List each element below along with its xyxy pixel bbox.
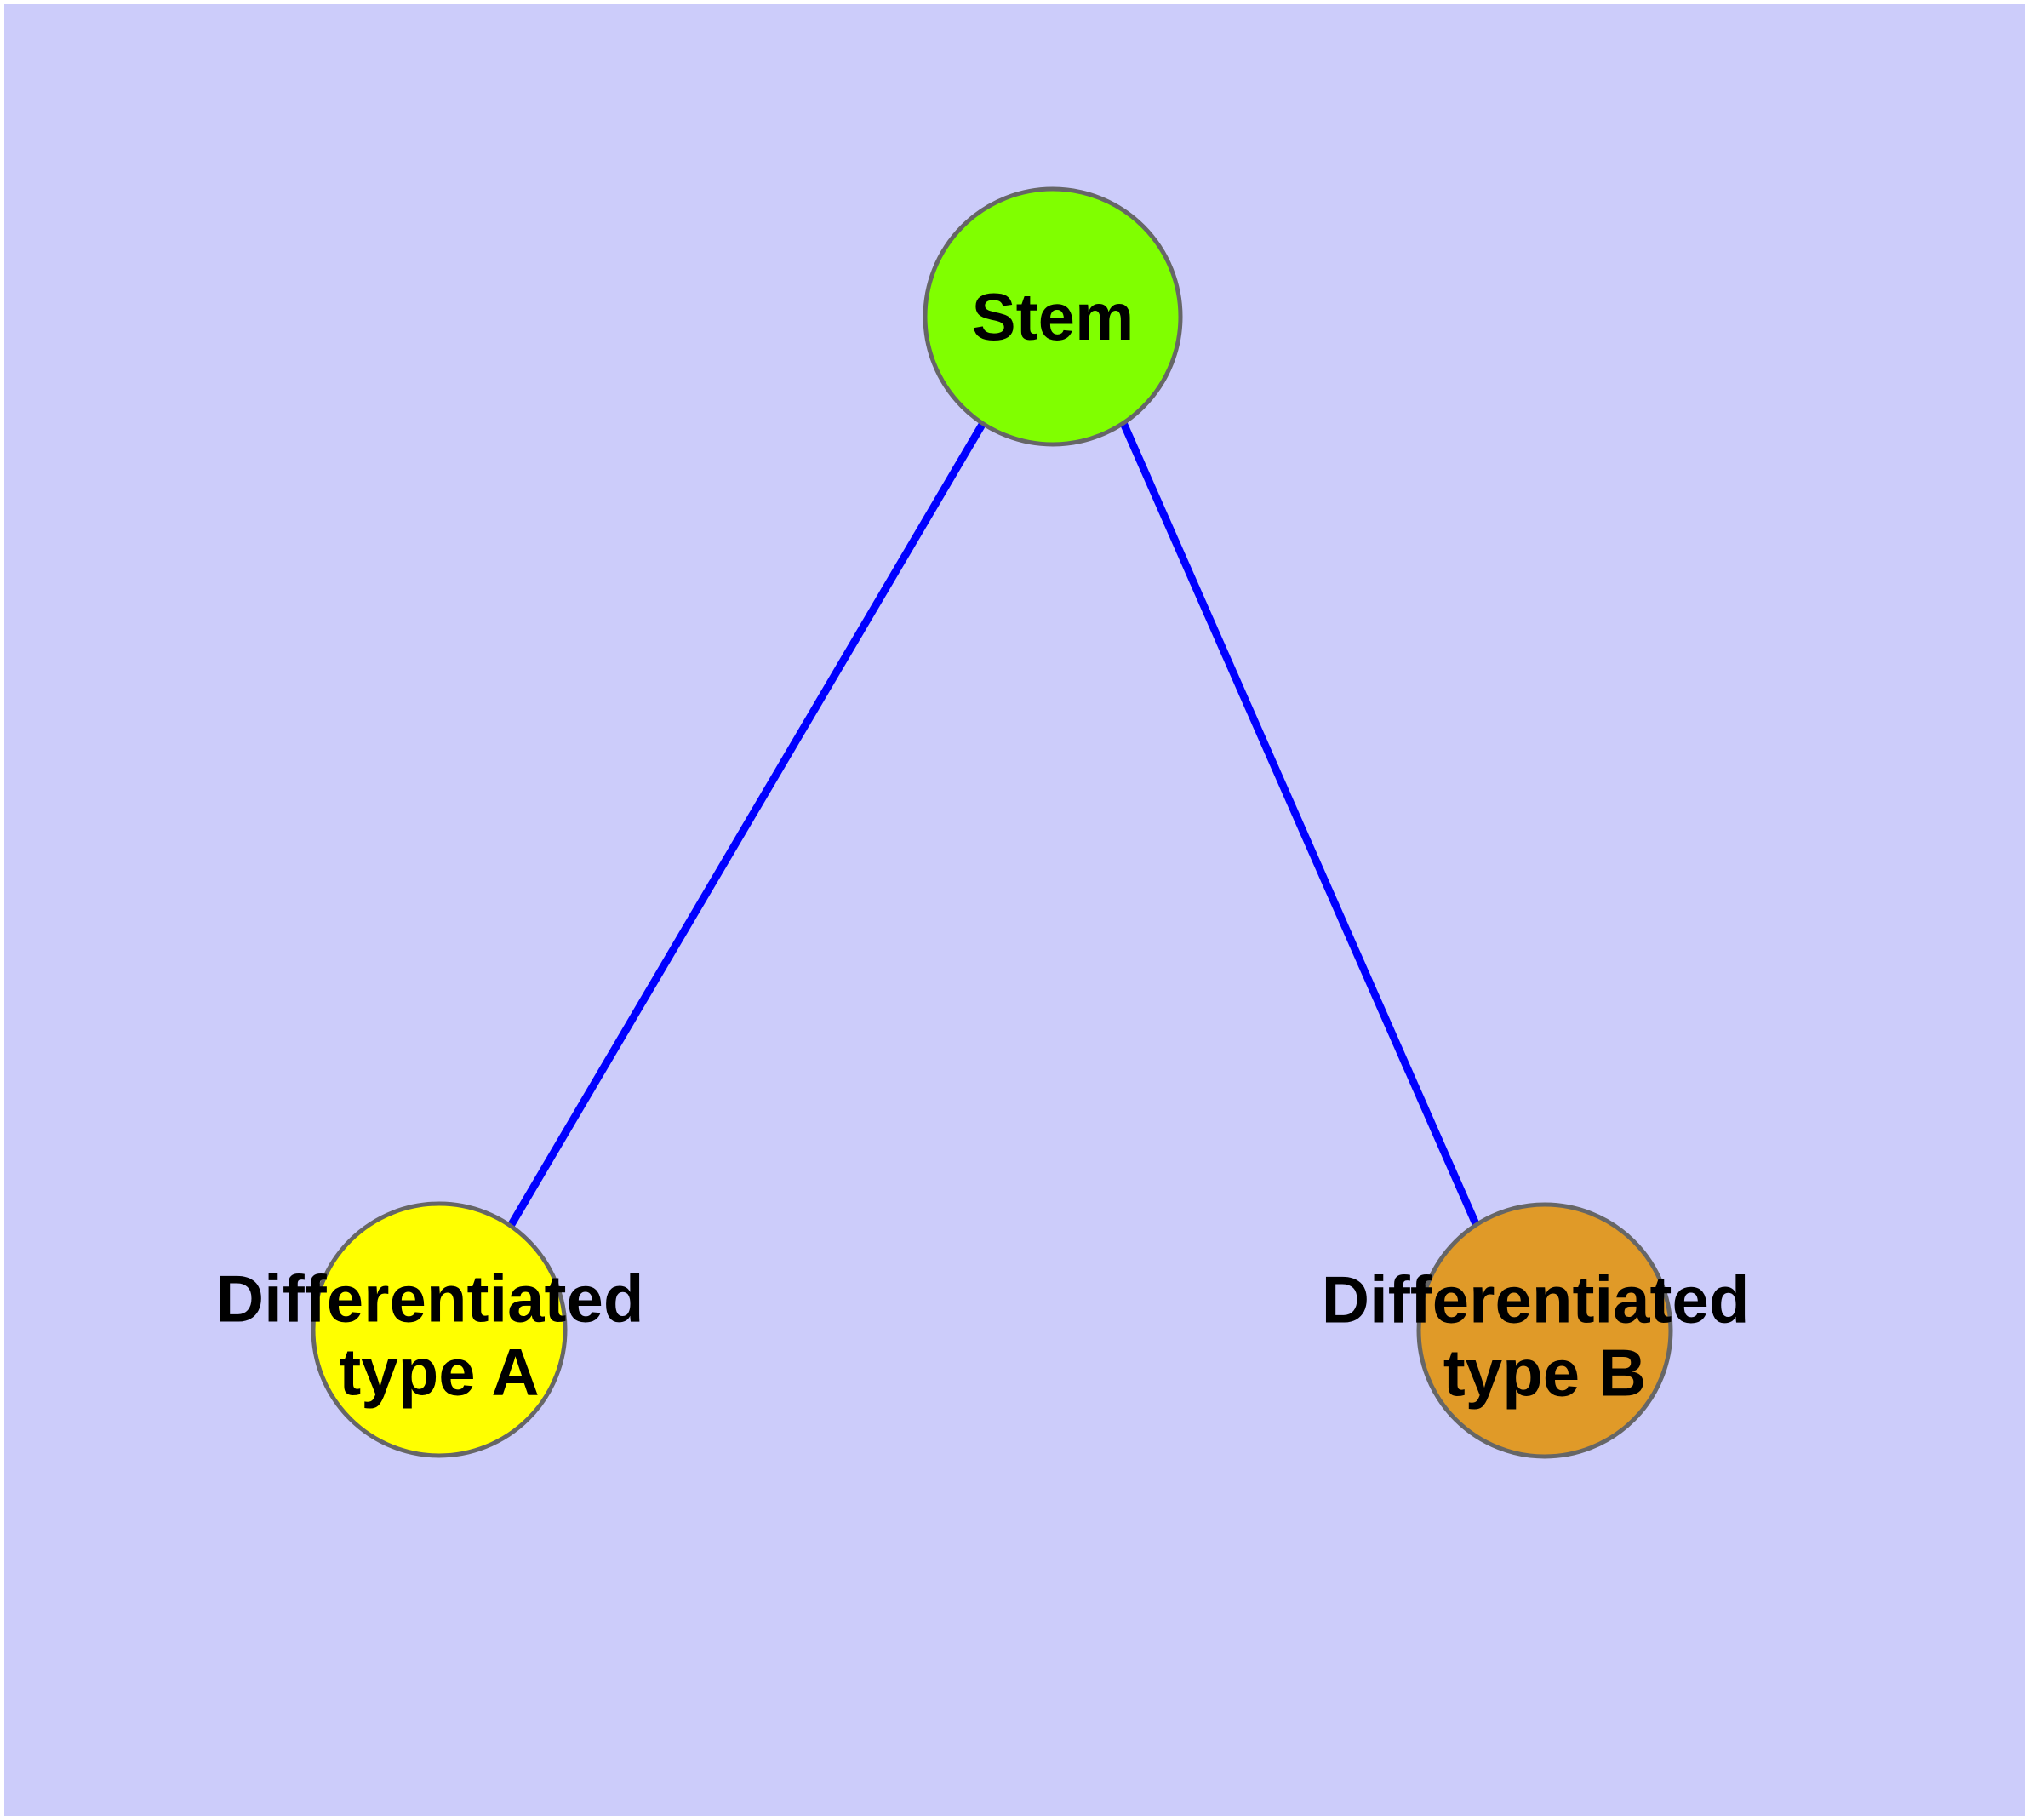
node-differentiated-type-b[interactable] (1416, 1202, 1673, 1459)
node-stem[interactable] (923, 186, 1183, 447)
edge-stem-to-differentiated-type-b[interactable] (1119, 421, 1481, 1228)
node-label-line-1: Differentiated (216, 1262, 644, 1336)
node-label-differentiated-type-b: Differentiated type B (1322, 1262, 1768, 1411)
node-label-differentiated-type-a: Differentiated type A (216, 1262, 662, 1410)
labels-layer: Stem Differentiated type A Differentiate… (216, 279, 1768, 1411)
node-label-line-2: type A (339, 1334, 540, 1409)
edges-layer (507, 421, 1481, 1228)
node-differentiated-type-a[interactable] (311, 1201, 568, 1458)
edge-stem-to-differentiated-type-a[interactable] (507, 421, 986, 1228)
nodes-layer (311, 186, 1673, 1459)
node-label-line-1: Differentiated (1322, 1262, 1750, 1337)
node-label-stem: Stem (972, 279, 1135, 354)
node-label-line-2: type B (1443, 1335, 1646, 1410)
